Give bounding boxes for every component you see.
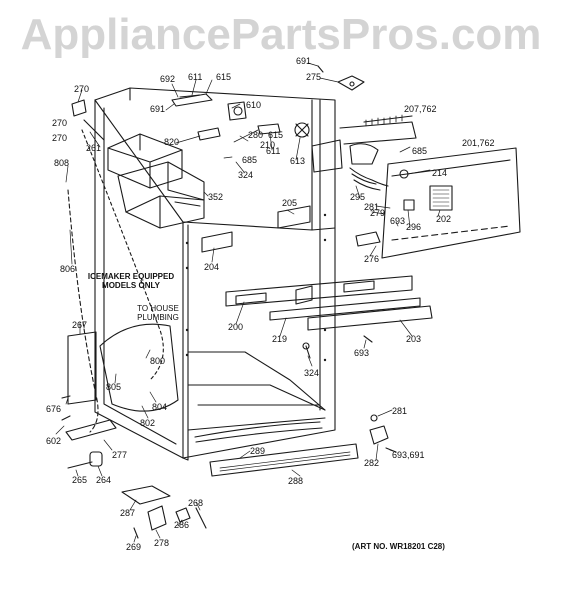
house-plumbing-line2: PLUMBING xyxy=(137,313,179,322)
callout: 270 xyxy=(74,84,90,94)
callout: 611 xyxy=(266,146,281,156)
callout: 279 xyxy=(370,208,386,218)
callout: 205 xyxy=(282,198,298,208)
callout: 278 xyxy=(154,538,170,548)
callout: 615 xyxy=(216,72,232,82)
callout: 692 xyxy=(160,74,176,84)
callout: 676 xyxy=(46,404,62,414)
callout: 802 xyxy=(140,418,156,428)
callout: 204 xyxy=(204,262,220,272)
callout: 352 xyxy=(208,192,224,202)
top-hardware xyxy=(71,65,417,173)
callout: 800 xyxy=(150,356,166,366)
callout: 276 xyxy=(364,254,380,264)
callout: 820 xyxy=(164,137,180,147)
callout: 265 xyxy=(72,475,88,485)
callout: 602 xyxy=(46,436,62,446)
icemaker-assembly xyxy=(107,133,205,229)
icemaker-note: ICEMAKER EQUIPPED MODELS ONLY xyxy=(86,272,176,290)
callout: 806 xyxy=(60,264,76,274)
watermark: AppliancePartsPros.com xyxy=(20,10,542,59)
callout: 296 xyxy=(406,222,422,232)
callout: 611 xyxy=(188,72,203,82)
callout: 693 xyxy=(390,216,406,226)
callout: 202 xyxy=(436,214,452,224)
callout: 691 xyxy=(150,104,166,114)
leader-lines xyxy=(55,62,441,543)
fasteners xyxy=(61,335,397,539)
callout: 693 xyxy=(354,348,370,358)
callout: 289 xyxy=(250,446,266,456)
icemaker-note-line2: MODELS ONLY xyxy=(102,281,160,290)
house-plumbing-line1: TO HOUSE xyxy=(137,304,179,313)
callout: 610 xyxy=(246,100,262,110)
callout: 207,762 xyxy=(404,104,437,114)
callout: 214 xyxy=(432,168,448,178)
callout: 324 xyxy=(304,368,320,378)
callout: 219 xyxy=(272,334,288,344)
callout: 264 xyxy=(96,475,112,485)
callout: 808 xyxy=(54,158,70,168)
callout: 201,762 xyxy=(462,138,495,148)
callout: 268 xyxy=(188,498,204,508)
cabinet-shell xyxy=(67,87,336,461)
house-plumbing-note: TO HOUSE PLUMBING xyxy=(128,304,188,322)
callout: 277 xyxy=(112,450,128,460)
callout: 288 xyxy=(288,476,304,486)
callout: 691 xyxy=(296,56,312,66)
callout: 685 xyxy=(412,146,428,156)
callout: 281 xyxy=(392,406,408,416)
callout: 805 xyxy=(106,382,122,392)
callout: 203 xyxy=(406,334,422,344)
callout: 261 xyxy=(86,143,102,153)
callout: 613 xyxy=(290,156,306,166)
callout: 269 xyxy=(126,542,142,552)
callout: 267 xyxy=(72,320,88,330)
callout: 693,691 xyxy=(392,450,425,460)
callout: 270 xyxy=(52,118,68,128)
icemaker-note-line1: ICEMAKER EQUIPPED xyxy=(87,272,175,281)
callout: 685 xyxy=(242,155,258,165)
art-number: (ART NO. WR18201 C28) xyxy=(352,542,445,551)
callout: 324 xyxy=(238,170,254,180)
brackets-and-rails xyxy=(65,205,433,477)
callout: 282 xyxy=(364,458,380,468)
callout: 287 xyxy=(120,508,136,518)
callout: 210 xyxy=(260,140,276,150)
callout: 280 xyxy=(248,130,264,140)
callout: 804 xyxy=(152,402,168,412)
callout: 281 xyxy=(364,202,380,212)
callout: 615 xyxy=(268,130,284,140)
callout: 295 xyxy=(350,192,366,202)
callout: 275 xyxy=(306,72,322,82)
callout: 270 xyxy=(52,133,68,143)
callout: 200 xyxy=(228,322,244,332)
callout: 286 xyxy=(174,520,190,530)
